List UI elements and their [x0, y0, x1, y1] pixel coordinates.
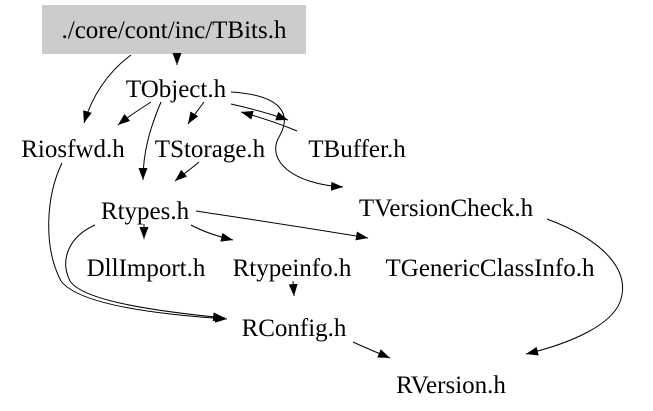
node-tgenericclassinfo[interactable]: TGenericClassInfo.h — [386, 255, 595, 282]
node-tbits: ./core/cont/inc/TBits.h — [62, 17, 287, 44]
edge-tobject-to-tstorage — [187, 101, 205, 125]
node-tobject[interactable]: TObject.h — [126, 76, 227, 103]
node-rversion[interactable]: RVersion.h — [396, 372, 506, 399]
edge-tobject-to-tversioncheck — [230, 91, 344, 191]
node-group: ./core/cont/inc/TBits.h TObject.h Riosfw… — [21, 17, 595, 399]
node-rtypeinfo[interactable]: Rtypeinfo.h — [233, 255, 352, 282]
node-riosfwd[interactable]: Riosfwd.h — [21, 136, 125, 163]
node-tbuffer[interactable]: TBuffer.h — [308, 136, 406, 163]
edge-tbuffer-to-tobject — [240, 110, 298, 132]
node-rconfig[interactable]: RConfig.h — [242, 315, 347, 342]
edge-rtypes-to-rconfig — [65, 224, 226, 322]
edge-rtypeinfo-to-rconfig — [288, 280, 298, 297]
edge-rconfig-to-rversion — [352, 341, 391, 359]
edge-rtypes-to-tgenericclassinfo — [195, 210, 369, 241]
edge-group — [48, 53, 624, 359]
edge-tbits-to-riosfwd — [83, 54, 132, 124]
edge-tobject-to-riosfwd — [117, 101, 152, 126]
node-tversioncheck[interactable]: TVersionCheck.h — [359, 195, 534, 222]
node-dllimport[interactable]: DllImport.h — [87, 255, 206, 282]
edge-tobject-to-rtypes — [138, 101, 162, 181]
edge-riosfwd-to-rconfig — [48, 162, 228, 323]
edge-tobject-to-tbuffer — [230, 103, 289, 121]
edge-rtypes-to-rtypeinfo — [190, 224, 234, 242]
edge-tstorage-to-rtypes — [174, 161, 200, 182]
edge-tversioncheck-to-rversion — [525, 218, 624, 356]
node-rtypes[interactable]: Rtypes.h — [101, 198, 190, 225]
root-node-box — [42, 5, 306, 54]
node-tstorage[interactable]: TStorage.h — [155, 136, 266, 163]
